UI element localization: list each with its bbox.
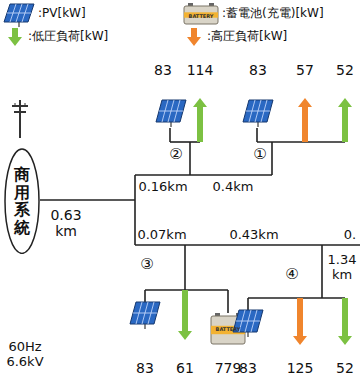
- load-value: 83: [239, 360, 257, 376]
- feeder-line: [227, 290, 229, 313]
- line-length: 0.4km: [213, 180, 254, 195]
- load-value: 779: [215, 360, 242, 376]
- legend-text: :高圧負荷[kW]: [207, 30, 287, 44]
- feeder-line: [257, 141, 345, 143]
- load-arrow: [293, 298, 307, 345]
- feeder-line: [169, 128, 171, 142]
- feeder-line: [40, 199, 135, 201]
- load-arrow: [8, 28, 22, 46]
- load-arrow: [338, 298, 352, 345]
- feeder-line: [184, 245, 186, 290]
- feeder-line: [170, 141, 200, 143]
- load-arrow: [338, 98, 352, 142]
- line-length: 0.16km: [138, 180, 187, 195]
- callout-number: ①: [253, 146, 266, 163]
- load-arrow: [187, 28, 201, 46]
- load-value: 83: [154, 62, 172, 78]
- feeder-line: [321, 245, 323, 298]
- load-arrow: [298, 98, 312, 142]
- load-value: 114: [187, 62, 214, 78]
- node-title: 商用系統: [14, 148, 30, 236]
- feeder-line: [135, 174, 272, 176]
- pv-panel: [156, 100, 186, 127]
- legend-text: :低圧負荷[kW]: [28, 30, 108, 44]
- line-length: 0.43km: [229, 228, 278, 243]
- battery-icon: [184, 3, 218, 24]
- line-length: 1.34 km: [326, 253, 358, 283]
- callout-number: ④: [285, 266, 298, 283]
- line-length: 0.63 km: [49, 207, 83, 239]
- load-arrow: [193, 98, 207, 142]
- battery-text: BATTERY: [216, 327, 241, 333]
- load-value: 52: [336, 360, 354, 376]
- line-length: 0.07km: [137, 228, 186, 243]
- load-value: 83: [249, 62, 267, 78]
- line-length: 0.: [344, 228, 356, 243]
- load-arrow: [178, 290, 192, 340]
- feeder-line: [247, 298, 249, 310]
- grid-rating: 60Hz 6.6kV: [3, 340, 47, 370]
- load-value: 57: [296, 62, 314, 78]
- feeder-line: [144, 290, 146, 302]
- pv-panel: [233, 310, 263, 337]
- load-value: 52: [336, 62, 354, 78]
- battery-text: BATTERY: [189, 14, 214, 20]
- load-value: 83: [136, 360, 154, 376]
- load-value: 61: [176, 360, 194, 376]
- legend-text: :蓄電池(充電)[kW]: [222, 7, 324, 21]
- feeder-line: [256, 128, 258, 142]
- grid-oval: 商用系統: [4, 148, 40, 254]
- feeder-line: [135, 244, 360, 246]
- feeder-line: [189, 142, 191, 175]
- load-value: 125: [287, 360, 314, 376]
- pv-panel: [130, 302, 160, 329]
- utility-pole: [12, 100, 28, 138]
- pv-panel: [243, 100, 273, 127]
- callout-number: ②: [169, 146, 182, 163]
- callout-number: ③: [140, 256, 153, 273]
- feeder-line: [134, 175, 136, 245]
- feeder-line: [248, 297, 345, 299]
- pv-panel: [4, 4, 34, 27]
- legend-text: :PV[kW]: [38, 7, 86, 21]
- feeder-line: [271, 142, 273, 175]
